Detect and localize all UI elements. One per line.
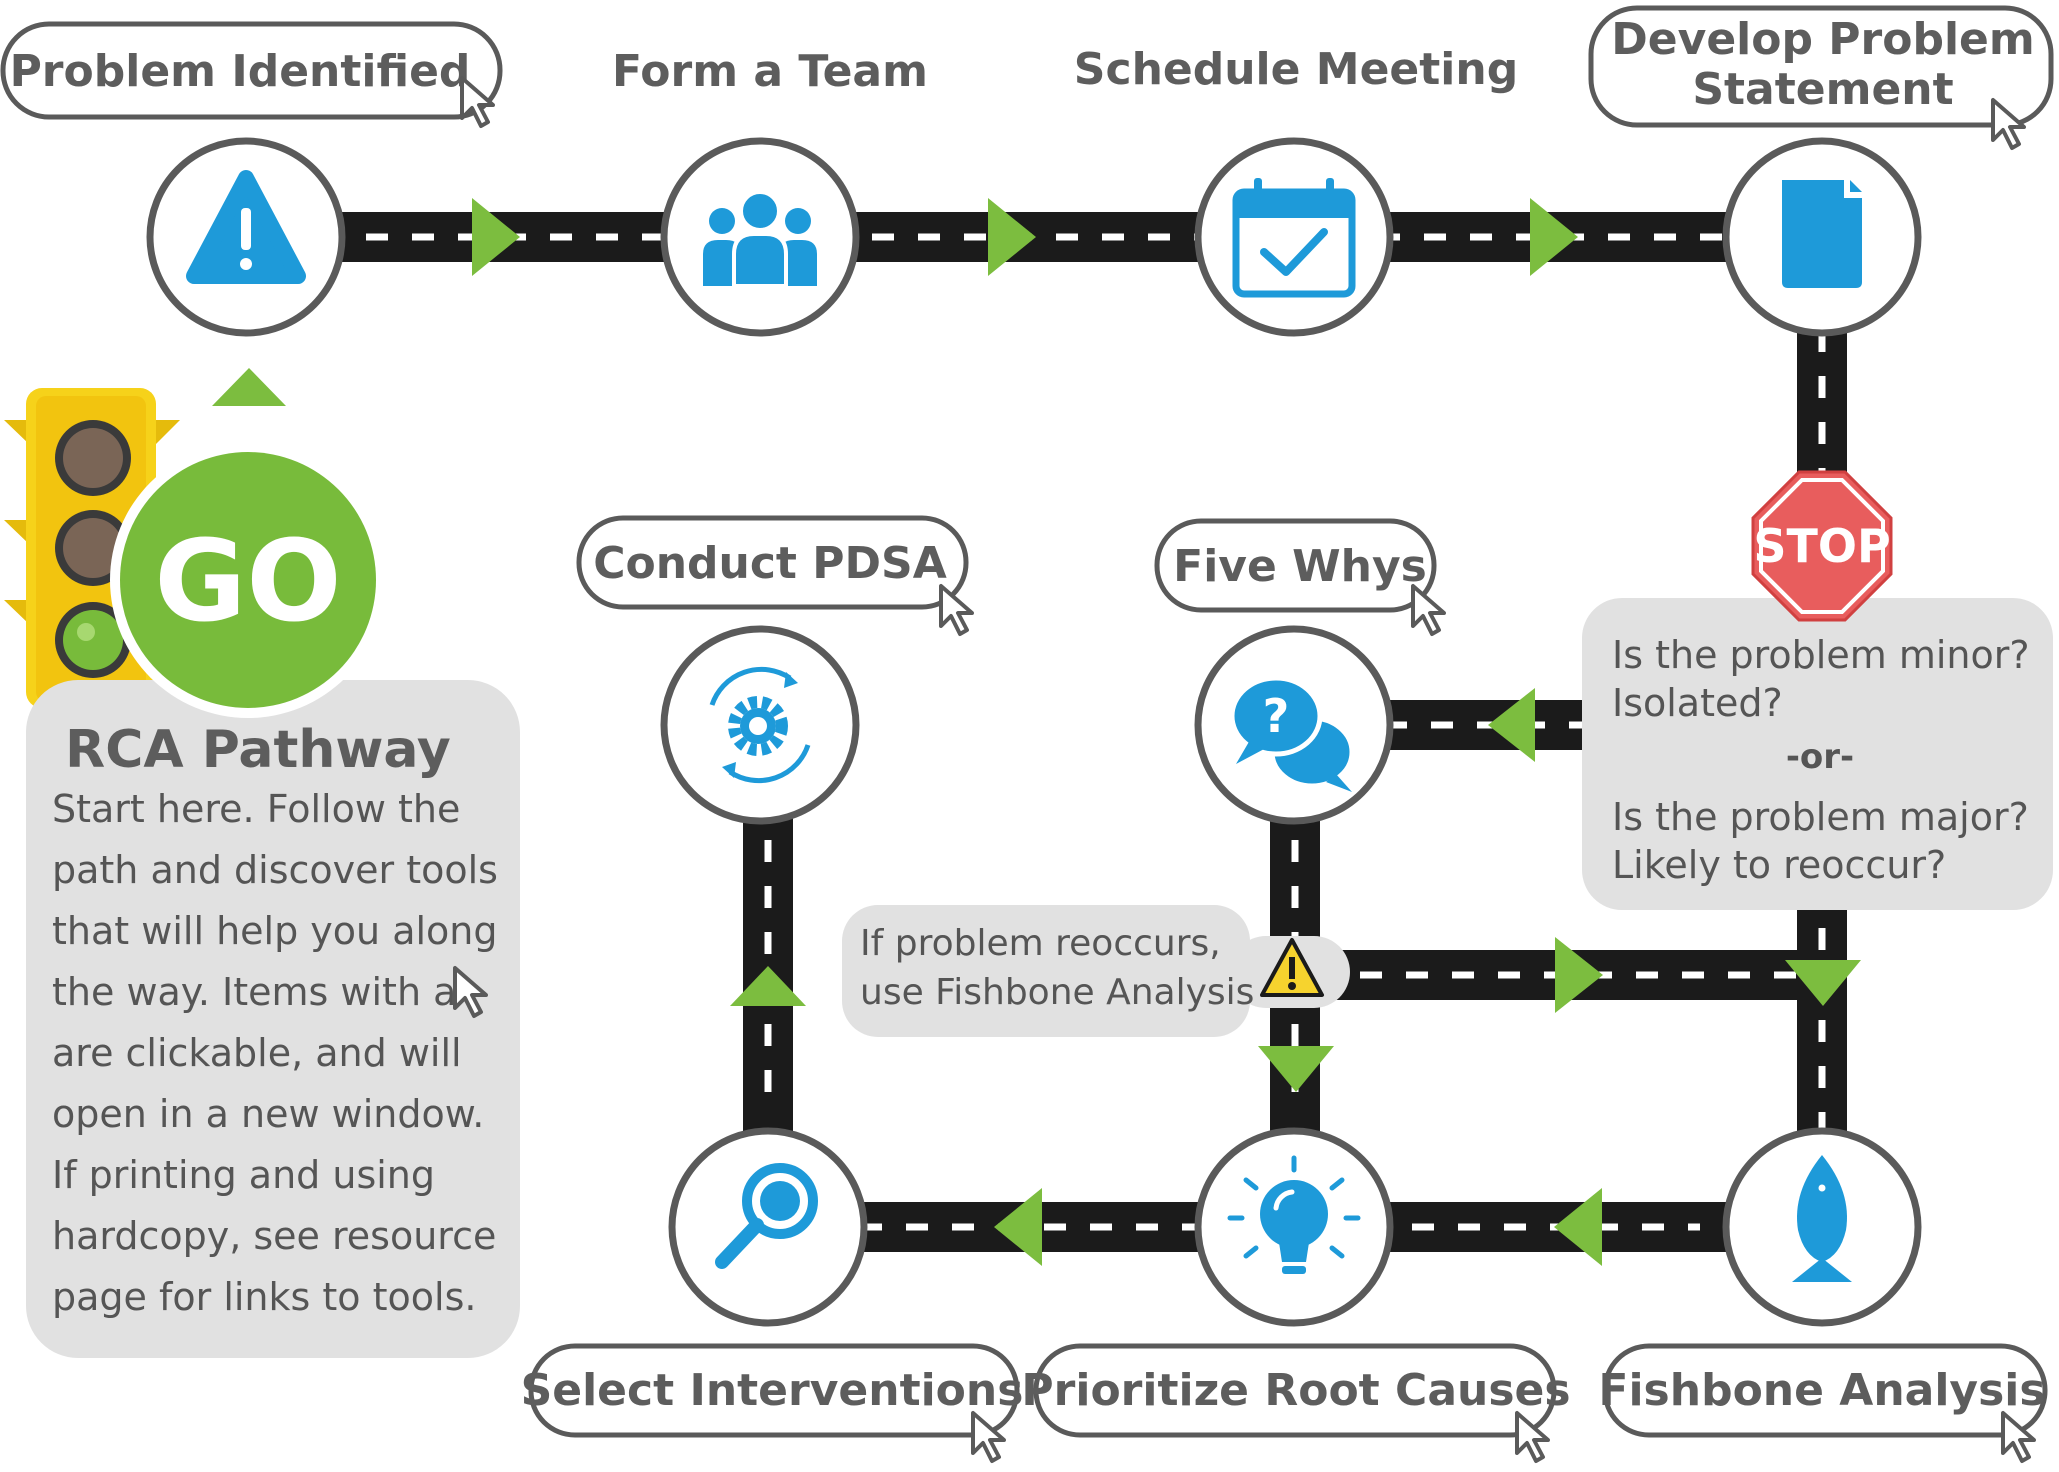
form-team-label: Form a Team: [612, 46, 928, 97]
prioritize-root-causes-label: Prioritize Root Causes: [1021, 1365, 1570, 1416]
intro-line: path and discover tools: [52, 848, 498, 892]
select-interventions-link[interactable]: Select Interventions: [521, 1343, 1024, 1463]
intro-line: open in a new window.: [52, 1092, 484, 1136]
decision-major-line1: Is the problem major?: [1612, 795, 2029, 839]
arrow-right-icon: [472, 198, 520, 276]
decision-major-line2: Likely to reoccur?: [1612, 843, 1946, 887]
go-sign: GO: [110, 442, 386, 718]
intro-line: that will help you along: [52, 909, 498, 953]
node-problem-identified: [146, 137, 346, 337]
fishbone-analysis-link[interactable]: Fishbone Analysis: [1598, 1343, 2048, 1463]
direction-arrows: [212, 198, 1861, 1266]
decision-minor-line1: Is the problem minor?: [1612, 633, 2030, 677]
arrow-left-icon: [994, 1188, 1042, 1266]
node-five-whys: ?: [1194, 625, 1394, 825]
node-fishbone-analysis: [1722, 1127, 1922, 1327]
calendar-icon: [1232, 178, 1356, 298]
intro-title: RCA Pathway: [65, 720, 451, 780]
stop-sign-text: STOP: [1753, 519, 1890, 573]
problem-identified-link[interactable]: Problem Identified: [0, 21, 503, 128]
intro-line: the way. Items with a: [52, 970, 456, 1014]
cursor-icon: [1411, 584, 1446, 636]
decision-minor-line2: Isolated?: [1612, 681, 1783, 725]
lightbulb-icon: [1227, 1155, 1361, 1274]
svg-text:?: ?: [1263, 689, 1290, 743]
intro-line: page for links to tools.: [52, 1275, 476, 1319]
five-whys-link[interactable]: Five Whys: [1154, 518, 1446, 636]
prioritize-root-causes-link[interactable]: Prioritize Root Causes: [1021, 1343, 1571, 1463]
question-chat-icon: ?: [1229, 675, 1355, 792]
reoccur-note-line1: If problem reoccurs,: [860, 923, 1221, 964]
decision-or: -or-: [1786, 737, 1854, 777]
develop-problem-statement-link[interactable]: Develop Problem Statement: [1588, 5, 2054, 150]
five-whys-label: Five Whys: [1173, 541, 1427, 592]
conduct-pdsa-label: Conduct PDSA: [593, 538, 947, 589]
conduct-pdsa-link[interactable]: Conduct PDSA: [576, 515, 974, 636]
arrow-right-icon: [988, 198, 1036, 276]
arrow-left-icon: [1488, 688, 1535, 762]
reoccur-note-line2: use Fishbone Analysis: [860, 972, 1254, 1013]
intro-line: are clickable, and will: [52, 1031, 462, 1075]
document-icon: [1782, 175, 1867, 288]
reoccur-note: If problem reoccurs, use Fishbone Analys…: [842, 905, 1350, 1037]
stop-sign: STOP: [1751, 470, 1893, 622]
fishbone-analysis-label: Fishbone Analysis: [1598, 1365, 2045, 1416]
arrow-up-icon: [730, 966, 806, 1006]
node-prioritize-root-causes: [1194, 1127, 1394, 1327]
team-icon: [703, 190, 817, 288]
node-select-interventions: [668, 1127, 868, 1327]
develop-problem-statement-label-line1: Develop Problem: [1611, 14, 2034, 65]
intro-line: Start here. Follow the: [52, 787, 460, 831]
intro-line: hardcopy, see resource: [52, 1214, 496, 1258]
arrow-right-icon: [1555, 937, 1603, 1013]
arrow-up-icon: [212, 368, 286, 406]
intro-panel: RCA Pathway Start here. Follow the path …: [26, 680, 520, 1358]
arrow-down-icon: [1785, 960, 1861, 1006]
warning-icon: [186, 170, 306, 284]
arrow-down-icon: [1258, 1046, 1334, 1092]
node-form-team: [660, 137, 860, 337]
go-sign-text: GO: [154, 517, 341, 647]
schedule-meeting-label: Schedule Meeting: [1074, 44, 1518, 95]
develop-problem-statement-label-line2: Statement: [1692, 64, 1953, 115]
gear-cycle-icon: [709, 666, 811, 784]
fish-icon: [1792, 1155, 1852, 1282]
node-conduct-pdsa: [660, 625, 860, 825]
arrow-right-icon: [1530, 198, 1578, 276]
intro-line: If printing and using: [52, 1153, 435, 1197]
decision-panel: Is the problem minor? Isolated? -or- Is …: [1582, 598, 2053, 910]
select-interventions-label: Select Interventions: [521, 1365, 1024, 1416]
arrow-left-icon: [1554, 1188, 1602, 1266]
warning-icon: [1260, 938, 1324, 997]
node-schedule-meeting: [1194, 137, 1394, 337]
magnifier-icon: [715, 1163, 818, 1269]
node-develop-problem-statement: [1722, 137, 1922, 337]
problem-identified-label: Problem Identified: [10, 46, 471, 97]
